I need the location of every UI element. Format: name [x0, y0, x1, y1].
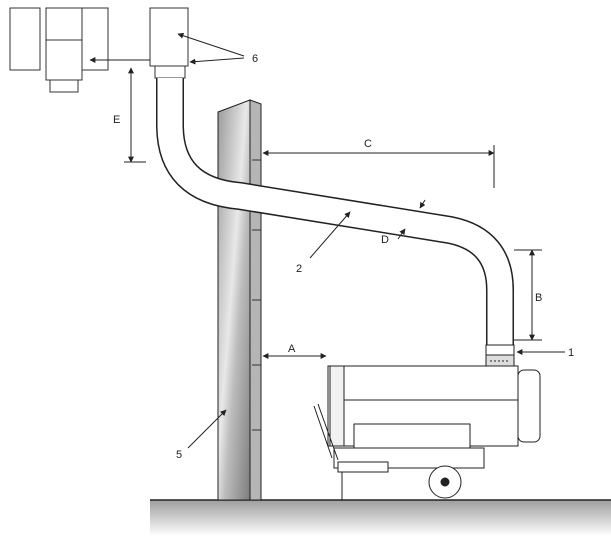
outlet-units	[9, 7, 189, 93]
leader-lines	[89, 32, 565, 449]
pipe-connector	[485, 344, 515, 368]
dim-b-label: B	[535, 292, 542, 304]
wall	[217, 99, 262, 501]
duct-pipe	[156, 78, 514, 345]
dim-d-label: D	[381, 234, 389, 246]
dim-e-label: E	[113, 114, 120, 126]
dim-c-label: C	[364, 138, 372, 150]
callout-6-label: 6	[252, 53, 258, 65]
dimension-d	[397, 199, 426, 240]
dim-a-label: A	[288, 343, 296, 355]
dimension-c	[262, 145, 495, 188]
dimension-e	[124, 67, 146, 163]
callout-5-label: 5	[176, 449, 182, 461]
heater	[313, 365, 541, 500]
callout-1-label: 1	[568, 347, 574, 359]
callout-2-label: 2	[296, 263, 302, 275]
floor	[150, 499, 611, 536]
dimension-b	[514, 249, 542, 341]
